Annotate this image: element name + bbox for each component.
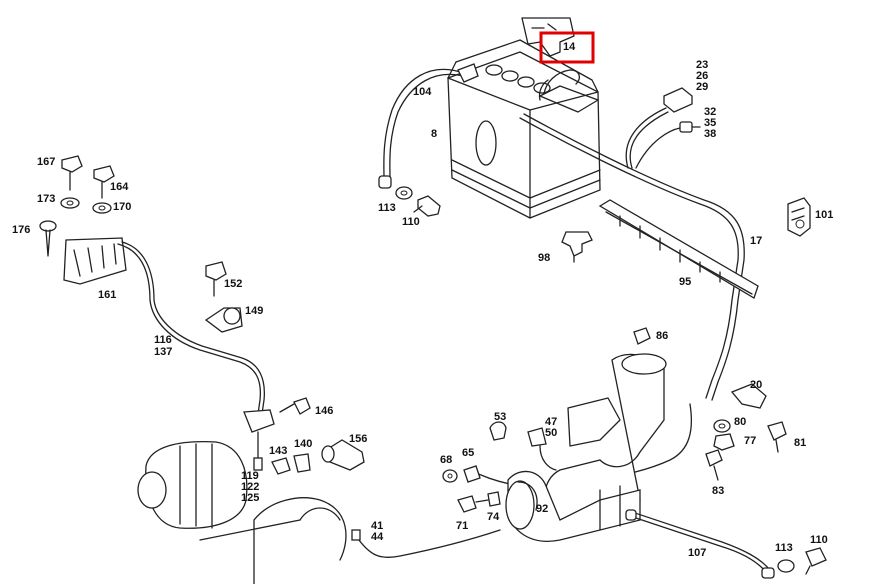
nut-set-143-140[interactable] <box>271 453 311 475</box>
alternator[interactable] <box>137 440 248 529</box>
bolt-81[interactable] <box>767 421 787 453</box>
label-68: 68 <box>440 454 452 466</box>
label-176: 176 <box>12 224 30 236</box>
label-140: 140 <box>294 438 312 450</box>
label-167: 167 <box>37 156 55 168</box>
label-41: 41 <box>371 520 383 532</box>
label-116: 116 <box>154 334 172 346</box>
label-32: 32 <box>704 106 716 118</box>
fastener-80-77[interactable] <box>713 419 735 451</box>
battery[interactable] <box>447 39 601 219</box>
clip-74[interactable] <box>487 491 501 507</box>
label-29: 29 <box>696 81 708 93</box>
cable-107[interactable] <box>625 509 775 579</box>
label-119: 119 <box>241 470 259 482</box>
bracket-161[interactable] <box>63 237 275 471</box>
relay-101[interactable] <box>787 197 811 237</box>
label-149: 149 <box>245 305 263 317</box>
label-156: 156 <box>349 433 367 445</box>
label-26: 26 <box>696 70 708 82</box>
label-152: 152 <box>224 278 242 290</box>
label-86: 86 <box>656 330 668 342</box>
label-110: 110 <box>402 216 420 228</box>
label-110-b: 110 <box>810 534 828 546</box>
label-164: 164 <box>110 181 129 193</box>
terminal-92[interactable] <box>517 481 538 511</box>
label-161: 161 <box>98 289 116 301</box>
label-8: 8 <box>431 128 437 140</box>
label-95: 95 <box>679 276 691 288</box>
label-104: 104 <box>413 86 432 98</box>
label-74: 74 <box>487 511 500 523</box>
label-101: 101 <box>815 209 833 221</box>
label-14: 14 <box>563 41 576 53</box>
label-50: 50 <box>545 427 557 439</box>
washer-bolt-set[interactable] <box>395 186 441 217</box>
terminal-47-50[interactable] <box>527 427 557 471</box>
label-107: 107 <box>688 547 706 559</box>
label-173: 173 <box>37 193 55 205</box>
starter-motor[interactable] <box>505 353 667 542</box>
label-113-b: 113 <box>775 542 793 554</box>
engine-block-outline <box>199 497 347 584</box>
hold-down-bracket[interactable] <box>521 17 575 57</box>
label-65: 65 <box>462 447 474 459</box>
label-17: 17 <box>750 235 762 247</box>
screw-set-left[interactable] <box>39 155 115 257</box>
cable-41-44[interactable] <box>351 529 501 559</box>
label-44: 44 <box>371 531 384 543</box>
sensor-wiring[interactable] <box>625 87 701 169</box>
bracket-20[interactable] <box>730 383 767 409</box>
label-47: 47 <box>545 416 557 428</box>
label-122: 122 <box>241 481 259 493</box>
washer-68-nut-65[interactable] <box>442 465 481 483</box>
label-98: 98 <box>538 252 550 264</box>
label-35: 35 <box>704 117 716 129</box>
washer-113-bolt-110[interactable] <box>777 547 827 575</box>
bolt-146[interactable] <box>279 397 311 415</box>
label-20: 20 <box>750 379 762 391</box>
label-143: 143 <box>269 445 287 457</box>
label-23: 23 <box>696 59 708 71</box>
rail-95[interactable] <box>598 199 759 299</box>
label-71: 71 <box>456 520 468 532</box>
label-81: 81 <box>794 437 806 449</box>
label-83: 83 <box>712 485 724 497</box>
label-113: 113 <box>378 202 396 214</box>
highlight-box-14 <box>539 31 595 64</box>
label-170: 170 <box>113 201 131 213</box>
label-77: 77 <box>744 435 756 447</box>
label-125: 125 <box>241 492 259 504</box>
label-92: 92 <box>536 503 548 515</box>
bolt-71[interactable] <box>457 495 489 513</box>
clip-53[interactable] <box>489 421 507 441</box>
hose-fitting-156[interactable] <box>321 439 365 471</box>
label-137: 137 <box>154 346 172 358</box>
label-146: 146 <box>315 405 333 417</box>
battery-cable[interactable] <box>378 63 479 189</box>
clip-98[interactable] <box>561 231 593 263</box>
bolt-83[interactable] <box>705 449 723 481</box>
clip-86[interactable] <box>633 327 651 345</box>
label-53: 53 <box>494 411 506 423</box>
label-38: 38 <box>704 128 716 140</box>
bolt-152-bracket-149[interactable] <box>204 261 243 333</box>
label-80: 80 <box>734 416 746 428</box>
